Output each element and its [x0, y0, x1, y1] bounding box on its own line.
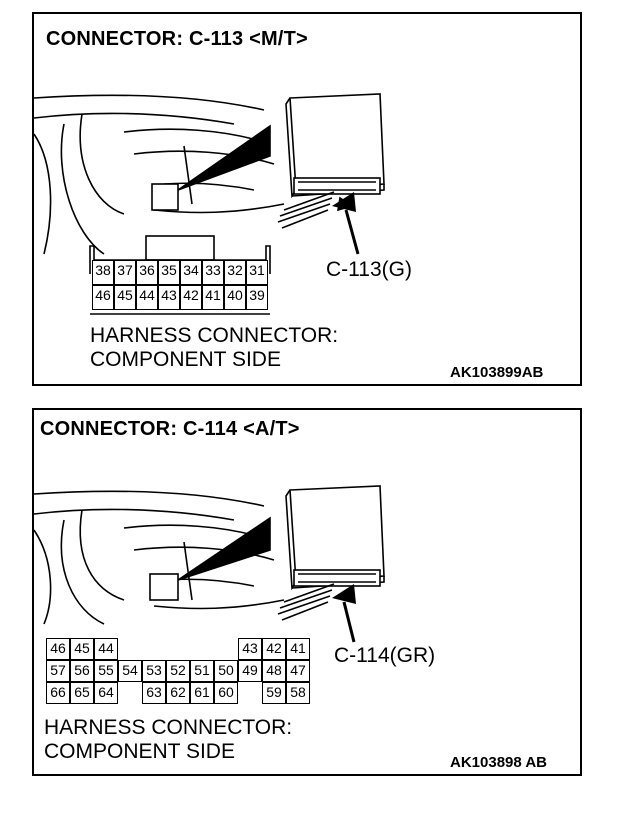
figure-code: AK103898 AB — [450, 754, 547, 771]
connector-pin: 36 — [136, 260, 158, 285]
connector-pin: 33 — [202, 260, 224, 285]
connector-title: CONNECTOR: C-113 <M/T> — [46, 28, 308, 50]
connector-pin: 34 — [180, 260, 202, 285]
connector-pin: 63 — [142, 682, 166, 704]
dashboard-illustration — [34, 485, 385, 643]
connector-pin: 54 — [118, 660, 142, 682]
connector-pin: 52 — [166, 660, 190, 682]
connector-pin: 62 — [166, 682, 190, 704]
connector-pin: 40 — [224, 285, 246, 310]
caption-line2: COMPONENT SIDE — [44, 740, 235, 763]
connector-pin: 56 — [70, 660, 94, 682]
connector-pin: 45 — [70, 638, 94, 660]
connector-pin: 65 — [70, 682, 94, 704]
connector-pin: 32 — [224, 260, 246, 285]
connector-pin: 38 — [92, 260, 114, 285]
connector-pin: 61 — [190, 682, 214, 704]
connector-callout-label: C-114(GR) — [334, 644, 436, 667]
connector-pin: 35 — [158, 260, 180, 285]
connector-pin: 44 — [94, 638, 118, 660]
caption-line1: HARNESS CONNECTOR: — [44, 716, 293, 739]
connector-pin: 58 — [286, 682, 310, 704]
connector-pin: 42 — [180, 285, 202, 310]
connector-pin: 43 — [158, 285, 180, 310]
caption-line2: COMPONENT SIDE — [90, 348, 281, 371]
connector-pin: 55 — [94, 660, 118, 682]
connector-pin: 51 — [190, 660, 214, 682]
caption-line1: HARNESS CONNECTOR: — [90, 324, 339, 347]
connector-pin: 50 — [214, 660, 238, 682]
connector-callout-label: C-113(G) — [326, 258, 412, 281]
connector-pin: 48 — [262, 660, 286, 682]
connector-pin: 53 — [142, 660, 166, 682]
connector-pin: 41 — [286, 638, 310, 660]
connector-pin: 46 — [92, 285, 114, 310]
connector-pin: 60 — [214, 682, 238, 704]
connector-title: CONNECTOR: C-114 <A/T> — [40, 418, 300, 440]
connector-pin: 57 — [46, 660, 70, 682]
connector-pin: 59 — [262, 682, 286, 704]
connector-pin: 42 — [262, 638, 286, 660]
connector-pin: 66 — [46, 682, 70, 704]
connector-pin: 46 — [46, 638, 70, 660]
connector-pin: 37 — [114, 260, 136, 285]
connector-pin: 47 — [286, 660, 310, 682]
connector-pin: 43 — [238, 638, 262, 660]
connector-pin: 64 — [94, 682, 118, 704]
connector-pin: 44 — [136, 285, 158, 310]
figure-code: AK103899AB — [450, 364, 544, 381]
connector-pin: 31 — [246, 260, 268, 285]
connector-pin: 39 — [246, 285, 268, 310]
connector-pin: 49 — [238, 660, 262, 682]
connector-pin: 45 — [114, 285, 136, 310]
connector-pin: 41 — [202, 285, 224, 310]
dashboard-illustration — [34, 93, 385, 315]
